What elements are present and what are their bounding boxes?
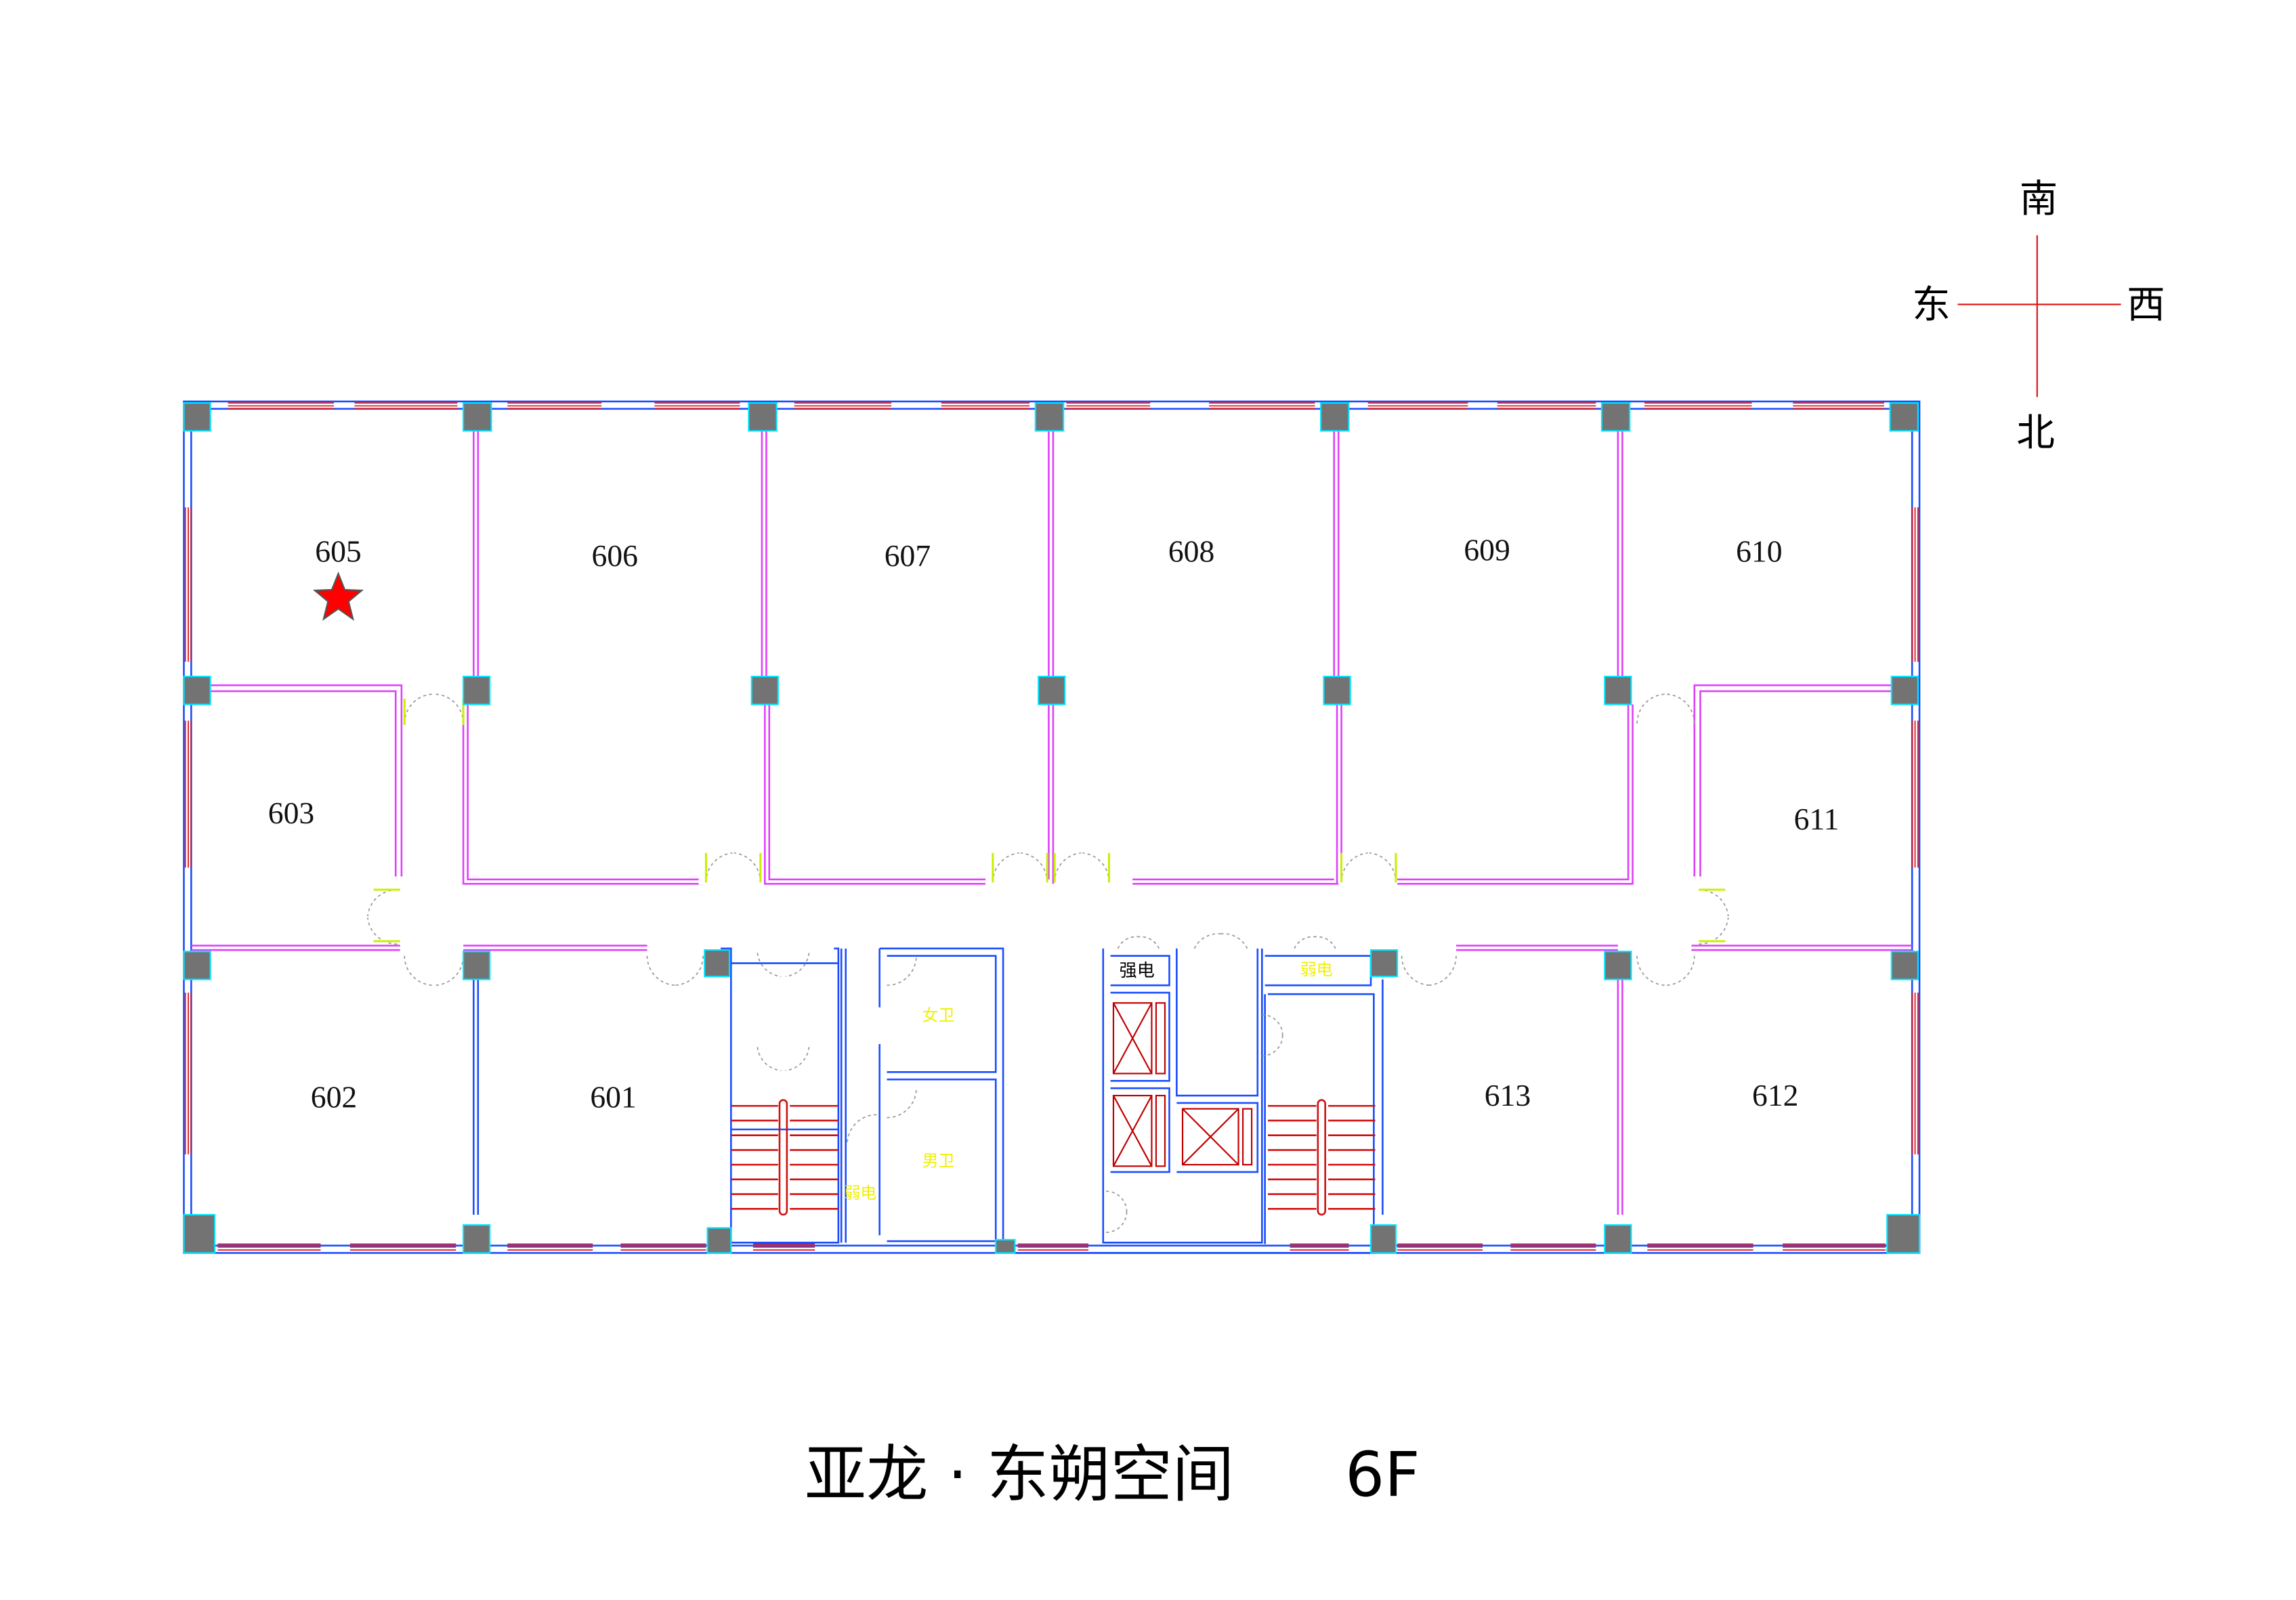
compass-south: 南 [2020,177,2058,221]
womens-restroom-label: 女卫 [922,1006,955,1024]
building-name: 亚龙 · 东朔空间 [805,1438,1234,1511]
compass-west: 西 [2127,283,2165,327]
room-612[interactable]: 612 [1752,1078,1798,1112]
low-voltage-room-label: 弱电 [845,1184,877,1203]
room-603[interactable]: 603 [268,796,314,830]
compass-east: 东 [1912,283,1950,327]
star-icon [312,571,364,621]
room-610[interactable]: 610 [1736,534,1782,569]
room-labels: 605 606 607 608 609 610 603 611 602 601 … [268,532,1840,1114]
room-606[interactable]: 606 [592,538,638,573]
floor-label: 6F [1345,1438,1420,1511]
room-611[interactable]: 611 [1794,802,1840,836]
structural-columns [183,402,1921,1254]
room-601[interactable]: 601 [590,1079,636,1114]
high-voltage-room-label: 强电 [1120,961,1155,981]
room-608[interactable]: 608 [1168,534,1214,569]
windows [184,402,1919,1251]
exterior-walls [183,400,1921,1254]
room-613[interactable]: 613 [1485,1078,1531,1112]
mens-restroom-label: 男卫 [922,1151,955,1170]
room-602[interactable]: 602 [311,1079,357,1114]
room-609[interactable]: 609 [1464,532,1510,567]
low-voltage-room-label-2: 弱电 [1300,960,1333,979]
doors [367,693,1729,987]
compass: 南 东 西 北 [1912,177,2165,455]
compass-north: 北 [2016,411,2054,455]
room-605[interactable]: 605 [315,534,361,569]
core-right: 强电 弱电 [1015,933,1376,1254]
core-left: 女卫 男卫 弱电 [721,947,1004,1244]
partitions [191,431,1913,1215]
room-607[interactable]: 607 [885,538,931,573]
